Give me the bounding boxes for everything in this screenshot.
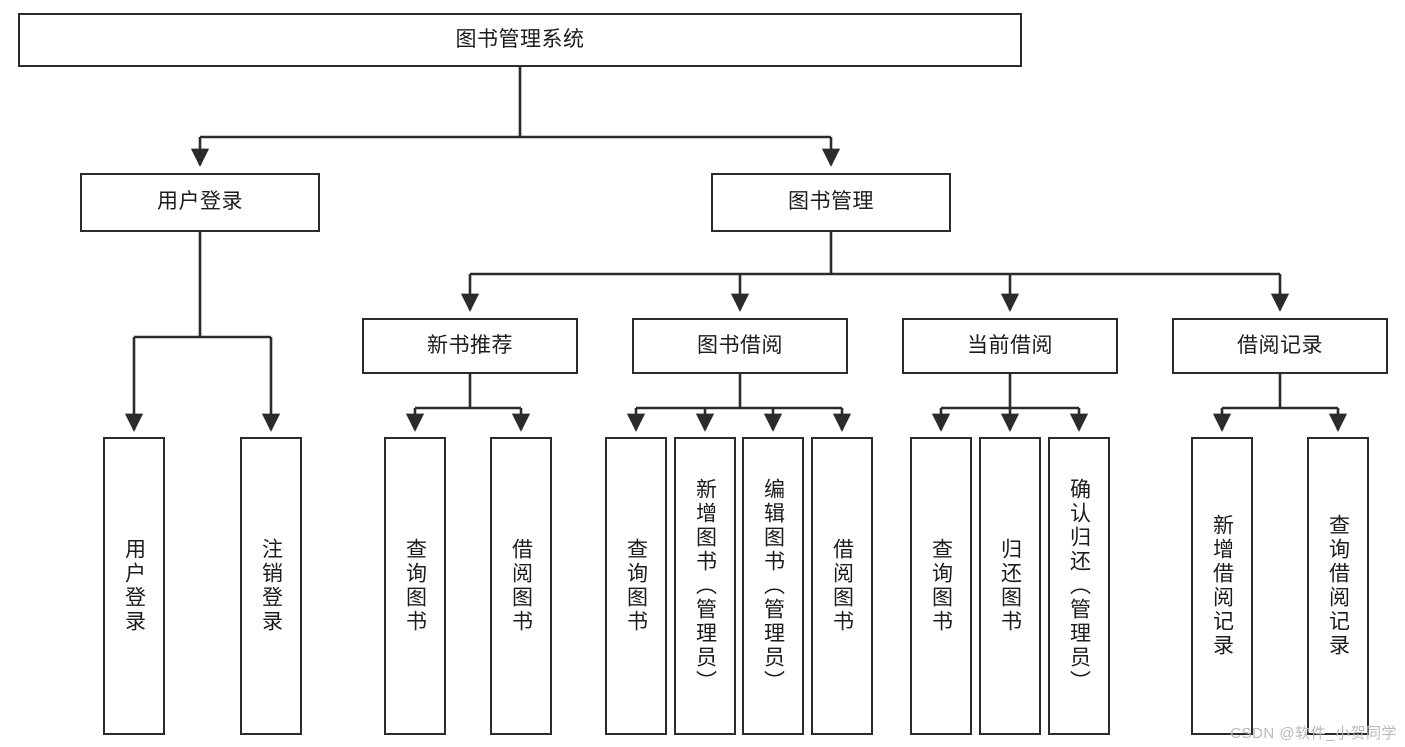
node-leaf-logout-label: 注销登录 — [259, 538, 283, 634]
node-leaf-confirm-return-admin-label: 确认归还（管理员） — [1067, 478, 1091, 694]
node-leaf-confirm-return-admin[interactable]: 确认归还（管理员） — [1048, 437, 1110, 735]
node-leaf-borrow-borrow-book[interactable]: 借阅图书 — [811, 437, 873, 735]
node-user-login[interactable]: 用户登录 — [80, 173, 320, 232]
node-new-book-recommend[interactable]: 新书推荐 — [362, 318, 578, 374]
node-leaf-add-book-admin[interactable]: 新增图书（管理员） — [674, 437, 736, 735]
node-leaf-edit-book-admin-label: 编辑图书（管理员） — [761, 478, 785, 694]
node-book-management[interactable]: 图书管理 — [711, 173, 951, 232]
node-leaf-borrow-query-book[interactable]: 查询图书 — [605, 437, 667, 735]
node-leaf-query-borrow-record-label: 查询借阅记录 — [1326, 514, 1350, 658]
node-borrow-record[interactable]: 借阅记录 — [1172, 318, 1388, 374]
node-leaf-recommend-query-book-label: 查询图书 — [403, 538, 427, 634]
node-leaf-recommend-borrow-book[interactable]: 借阅图书 — [490, 437, 552, 735]
node-leaf-add-book-admin-label: 新增图书（管理员） — [693, 478, 717, 694]
node-leaf-user-login[interactable]: 用户登录 — [103, 437, 165, 735]
node-current-borrow-label: 当前借阅 — [967, 333, 1053, 357]
node-borrow-record-label: 借阅记录 — [1237, 333, 1323, 357]
node-leaf-edit-book-admin[interactable]: 编辑图书（管理员） — [742, 437, 804, 735]
node-leaf-query-borrow-record[interactable]: 查询借阅记录 — [1307, 437, 1369, 735]
node-root-label: 图书管理系统 — [455, 27, 585, 51]
node-new-book-recommend-label: 新书推荐 — [427, 333, 513, 357]
node-leaf-user-login-label: 用户登录 — [122, 538, 146, 634]
node-leaf-return-book-label: 归还图书 — [998, 538, 1022, 634]
node-leaf-add-borrow-record-label: 新增借阅记录 — [1210, 514, 1234, 658]
node-leaf-current-query-book-label: 查询图书 — [929, 538, 953, 634]
node-leaf-current-query-book[interactable]: 查询图书 — [910, 437, 972, 735]
node-leaf-borrow-query-book-label: 查询图书 — [624, 538, 648, 634]
node-root-system[interactable]: 图书管理系统 — [18, 13, 1022, 67]
node-book-borrow-label: 图书借阅 — [697, 333, 783, 357]
node-user-login-label: 用户登录 — [157, 190, 243, 214]
node-leaf-recommend-query-book[interactable]: 查询图书 — [384, 437, 446, 735]
node-leaf-borrow-borrow-book-label: 借阅图书 — [830, 538, 854, 634]
node-leaf-recommend-borrow-book-label: 借阅图书 — [509, 538, 533, 634]
node-leaf-return-book[interactable]: 归还图书 — [979, 437, 1041, 735]
node-book-borrow[interactable]: 图书借阅 — [632, 318, 848, 374]
node-leaf-add-borrow-record[interactable]: 新增借阅记录 — [1191, 437, 1253, 735]
node-leaf-logout[interactable]: 注销登录 — [240, 437, 302, 735]
node-current-borrow[interactable]: 当前借阅 — [902, 318, 1118, 374]
node-book-management-label: 图书管理 — [788, 190, 874, 214]
